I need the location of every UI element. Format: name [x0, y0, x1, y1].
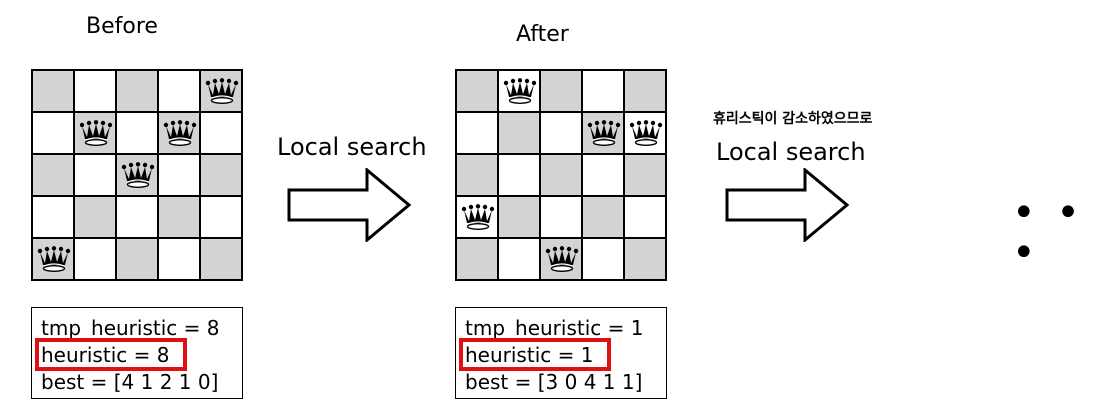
before-cell-r1-c2 [116, 112, 158, 154]
before-heuristic: heuristic = 8 [41, 343, 170, 367]
before-cell-r1-c0 [32, 112, 74, 154]
after-cell-r3-c2 [540, 196, 582, 238]
arrow-right-icon [725, 168, 850, 242]
after-best: best = [3 0 4 1 1] [465, 370, 643, 394]
after-cell-r2-c4 [624, 154, 666, 196]
after-cell-r3-c1 [498, 196, 540, 238]
after-cell-r4-c4 [624, 238, 666, 280]
after-cell-r1-c0 [456, 112, 498, 154]
before-cell-r2-c3 [158, 154, 200, 196]
after-heuristic: heuristic = 1 [465, 343, 594, 367]
before-cell-r2-c4 [200, 154, 242, 196]
after-cell-r2-c3 [582, 154, 624, 196]
before-cell-r1-c4 [200, 112, 242, 154]
after-cell-r2-c0 [456, 154, 498, 196]
after-cell-r4-c3 [582, 238, 624, 280]
after-cell-r3-c4 [624, 196, 666, 238]
before-cell-r3-c0 [32, 196, 74, 238]
after-cell-r0-c1 [498, 70, 540, 112]
before-cell-r1-c3 [158, 112, 200, 154]
after-board [455, 69, 667, 281]
before-best: best = [4 1 2 1 0] [41, 370, 219, 394]
before-cell-r2-c1 [74, 154, 116, 196]
after-cell-r4-c1 [498, 238, 540, 280]
after-heuristic-highlight [459, 338, 611, 371]
before-cell-r2-c0 [32, 154, 74, 196]
ellipsis: • • • [1012, 190, 1084, 276]
after-cell-r4-c2 [540, 238, 582, 280]
after-cell-r0-c2 [540, 70, 582, 112]
arrow2-label: Local search [716, 138, 866, 166]
before-cell-r1-c1 [74, 112, 116, 154]
before-info-box: tmp_heuristic = 8 heuristic = 8 best = [… [31, 307, 243, 399]
after-cell-r0-c4 [624, 70, 666, 112]
before-cell-r0-c1 [74, 70, 116, 112]
after-info-box: tmp_heuristic = 1 heuristic = 1 best = [… [455, 307, 667, 399]
before-cell-r3-c2 [116, 196, 158, 238]
before-cell-r0-c4 [200, 70, 242, 112]
before-board [31, 69, 243, 281]
before-cell-r3-c1 [74, 196, 116, 238]
before-cell-r2-c2 [116, 154, 158, 196]
before-tmp-heuristic: tmp_heuristic = 8 [41, 316, 220, 340]
before-cell-r0-c3 [158, 70, 200, 112]
after-cell-r0-c3 [582, 70, 624, 112]
before-cell-r4-c2 [116, 238, 158, 280]
after-cell-r2-c1 [498, 154, 540, 196]
arrow2-note: 휴리스틱이 감소하였으므로 [713, 111, 873, 127]
after-cell-r3-c3 [582, 196, 624, 238]
arrow1-label: Local search [277, 133, 427, 161]
before-cell-r4-c3 [158, 238, 200, 280]
after-cell-r1-c1 [498, 112, 540, 154]
after-tmp-heuristic: tmp_heuristic = 1 [465, 316, 644, 340]
after-cell-r3-c0 [456, 196, 498, 238]
before-heuristic-highlight [35, 338, 187, 371]
before-cell-r4-c4 [200, 238, 242, 280]
after-title: After [516, 22, 569, 47]
before-cell-r0-c0 [32, 70, 74, 112]
after-cell-r2-c2 [540, 154, 582, 196]
arrow-right-icon [287, 168, 412, 242]
after-cell-r4-c0 [456, 238, 498, 280]
before-cell-r4-c1 [74, 238, 116, 280]
after-cell-r1-c4 [624, 112, 666, 154]
before-cell-r3-c3 [158, 196, 200, 238]
before-cell-r0-c2 [116, 70, 158, 112]
before-cell-r3-c4 [200, 196, 242, 238]
before-cell-r4-c0 [32, 238, 74, 280]
before-title: Before [86, 14, 158, 39]
after-cell-r0-c0 [456, 70, 498, 112]
after-cell-r1-c2 [540, 112, 582, 154]
after-cell-r1-c3 [582, 112, 624, 154]
